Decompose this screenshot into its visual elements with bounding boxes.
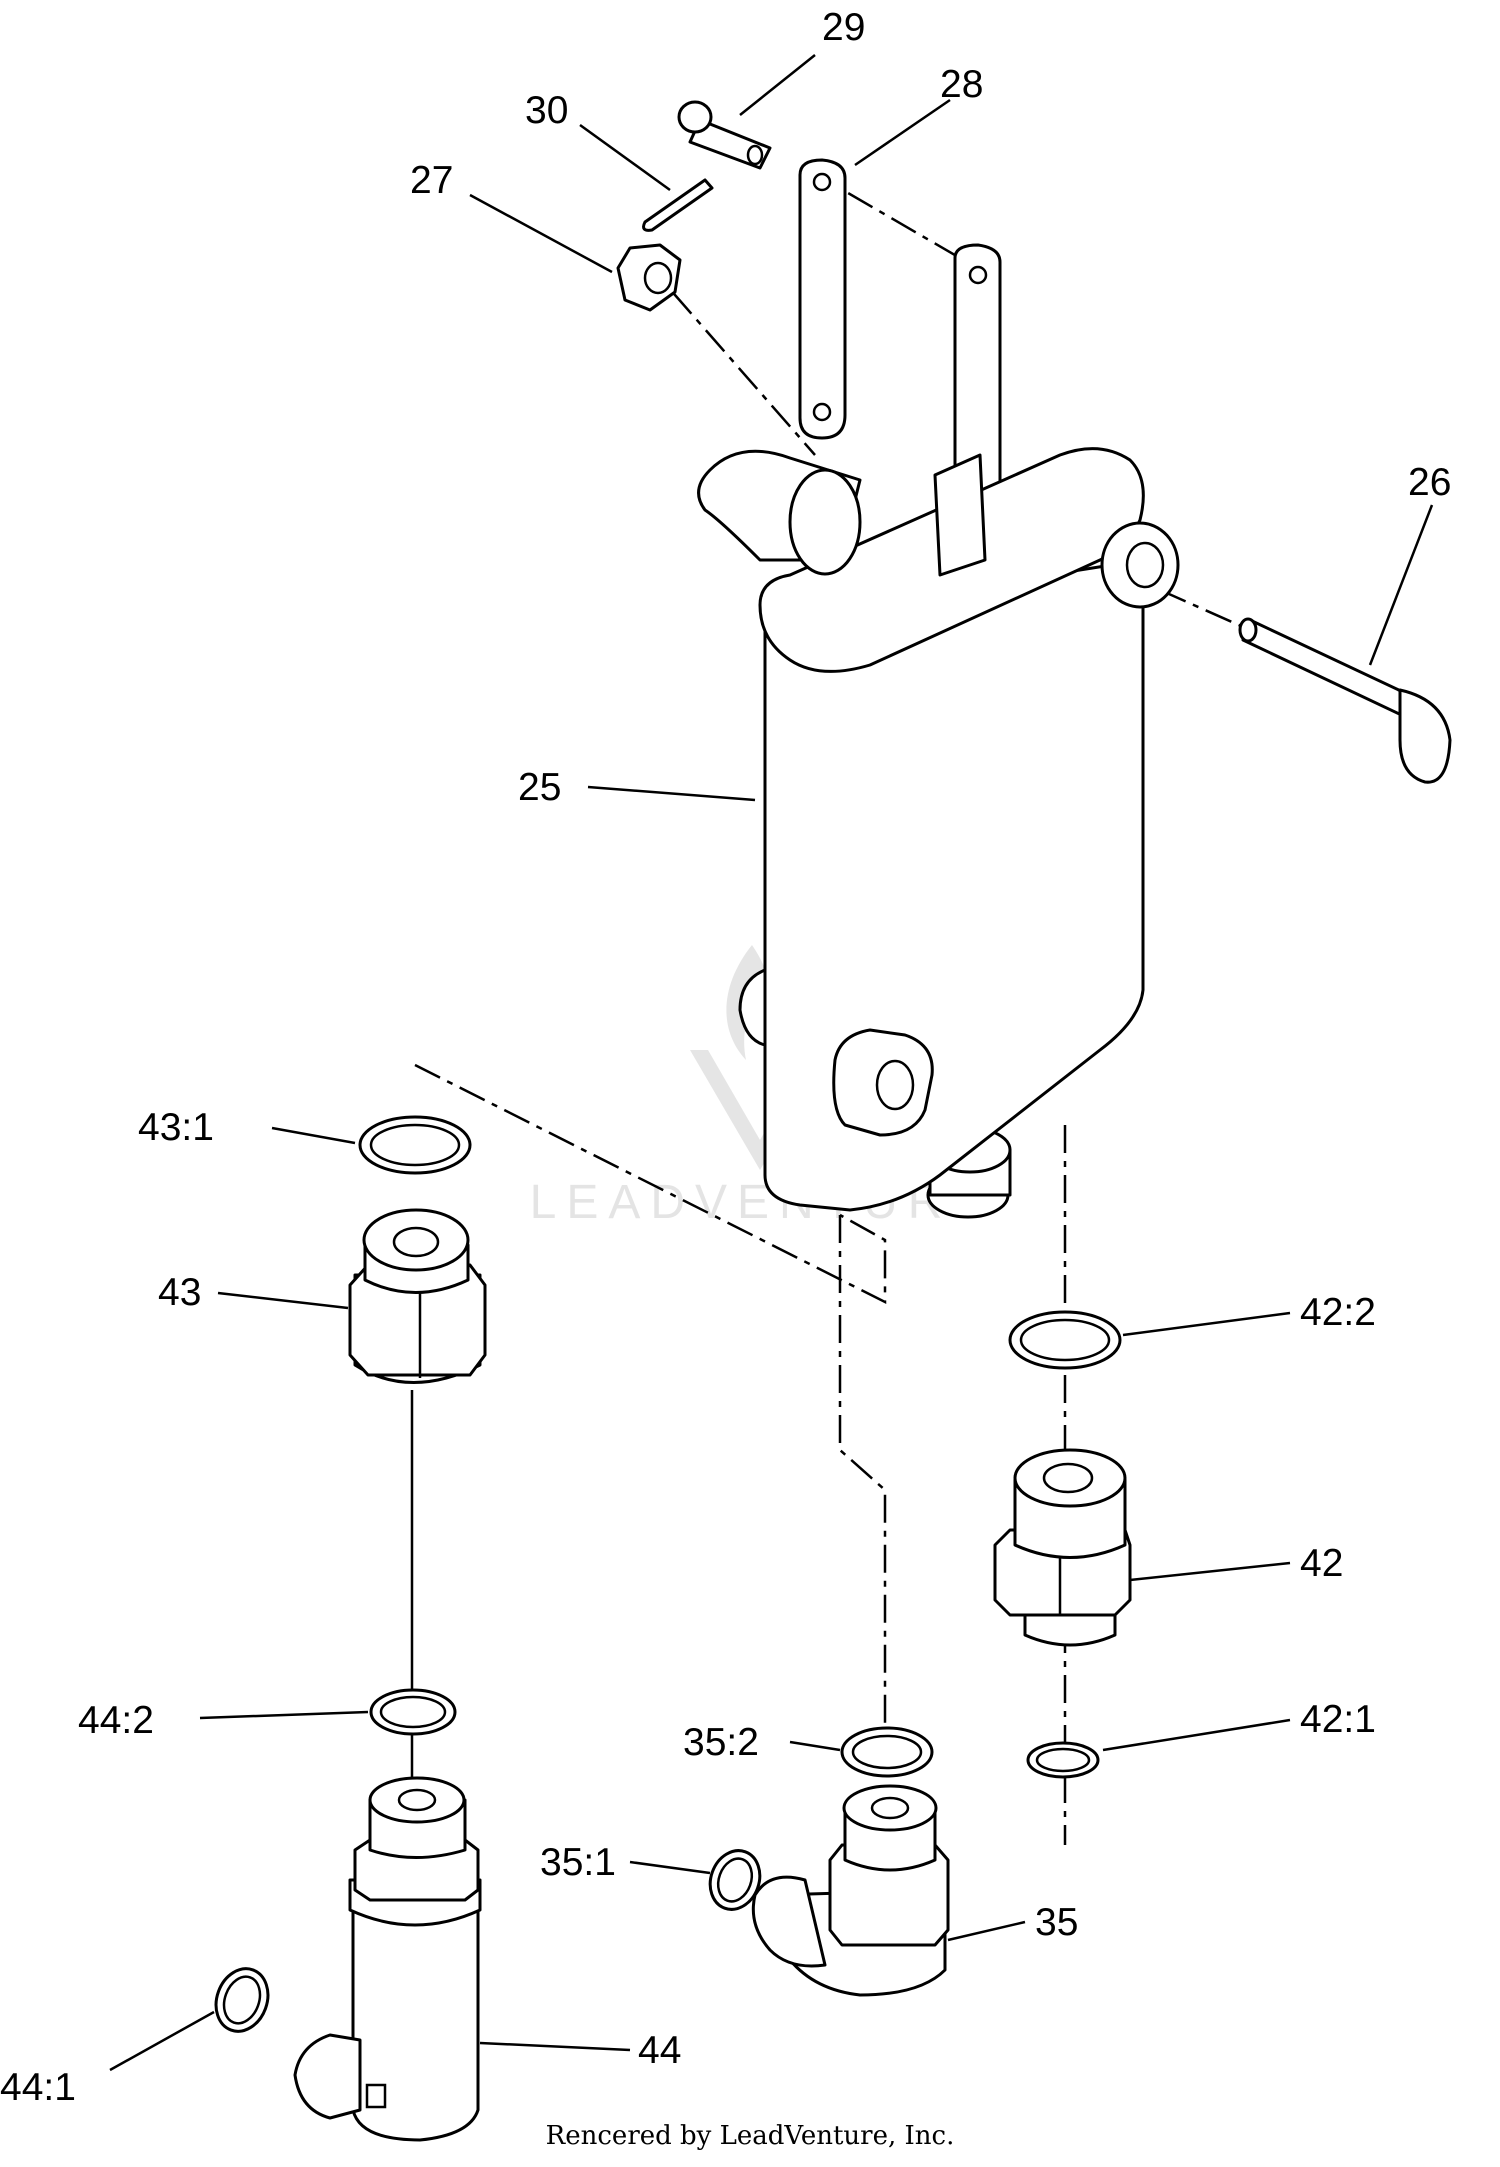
part-44-1-oring bbox=[214, 1967, 270, 2033]
part-35-2-oring bbox=[840, 1726, 934, 1778]
callout-35: 35 bbox=[1035, 1901, 1078, 1944]
part-42-2-oring bbox=[1008, 1310, 1122, 1370]
callout-43-1: 43:1 bbox=[138, 1106, 214, 1149]
callout-27: 27 bbox=[410, 159, 453, 202]
part-30-cotter-pin bbox=[642, 178, 714, 232]
callout-44-1: 44:1 bbox=[0, 2066, 76, 2109]
part-27-nut bbox=[616, 243, 682, 312]
render-credit: Rencered by LeadVenture, Inc. bbox=[546, 2121, 955, 2151]
part-44-2-oring bbox=[369, 1688, 457, 1736]
callout-42-2: 42:2 bbox=[1300, 1291, 1376, 1334]
part-42-1-oring bbox=[1026, 1741, 1100, 1779]
callout-35-1: 35:1 bbox=[540, 1841, 616, 1884]
part-28-links bbox=[798, 158, 1002, 524]
callout-35-2: 35:2 bbox=[683, 1721, 759, 1764]
callout-25: 25 bbox=[518, 766, 561, 809]
callout-29: 29 bbox=[822, 6, 865, 49]
part-35-1-oring bbox=[708, 1849, 762, 1911]
callout-44: 44 bbox=[638, 2029, 681, 2072]
part-42-fitting bbox=[993, 1448, 1132, 1647]
part-29-pin bbox=[677, 100, 772, 170]
part-35-elbow bbox=[751, 1784, 950, 1997]
callout-42-1: 42:1 bbox=[1300, 1698, 1376, 1741]
callout-28: 28 bbox=[940, 63, 983, 106]
leader-lines bbox=[109, 54, 1434, 2072]
callout-30: 30 bbox=[525, 89, 568, 132]
part-43-fitting bbox=[348, 1208, 487, 1384]
callout-26: 26 bbox=[1408, 461, 1451, 504]
part-43-1-oring bbox=[358, 1115, 472, 1175]
part-44-elbow bbox=[293, 1776, 482, 2142]
callout-42: 42 bbox=[1300, 1542, 1343, 1585]
part-26-pin bbox=[1238, 617, 1452, 784]
part-25-valve-body bbox=[697, 447, 1180, 1219]
callout-43: 43 bbox=[158, 1271, 201, 1314]
callout-labels: 29 28 30 27 26 25 43:1 43 42:2 42 42:1 4… bbox=[0, 6, 1451, 2109]
callout-44-2: 44:2 bbox=[78, 1699, 154, 1742]
